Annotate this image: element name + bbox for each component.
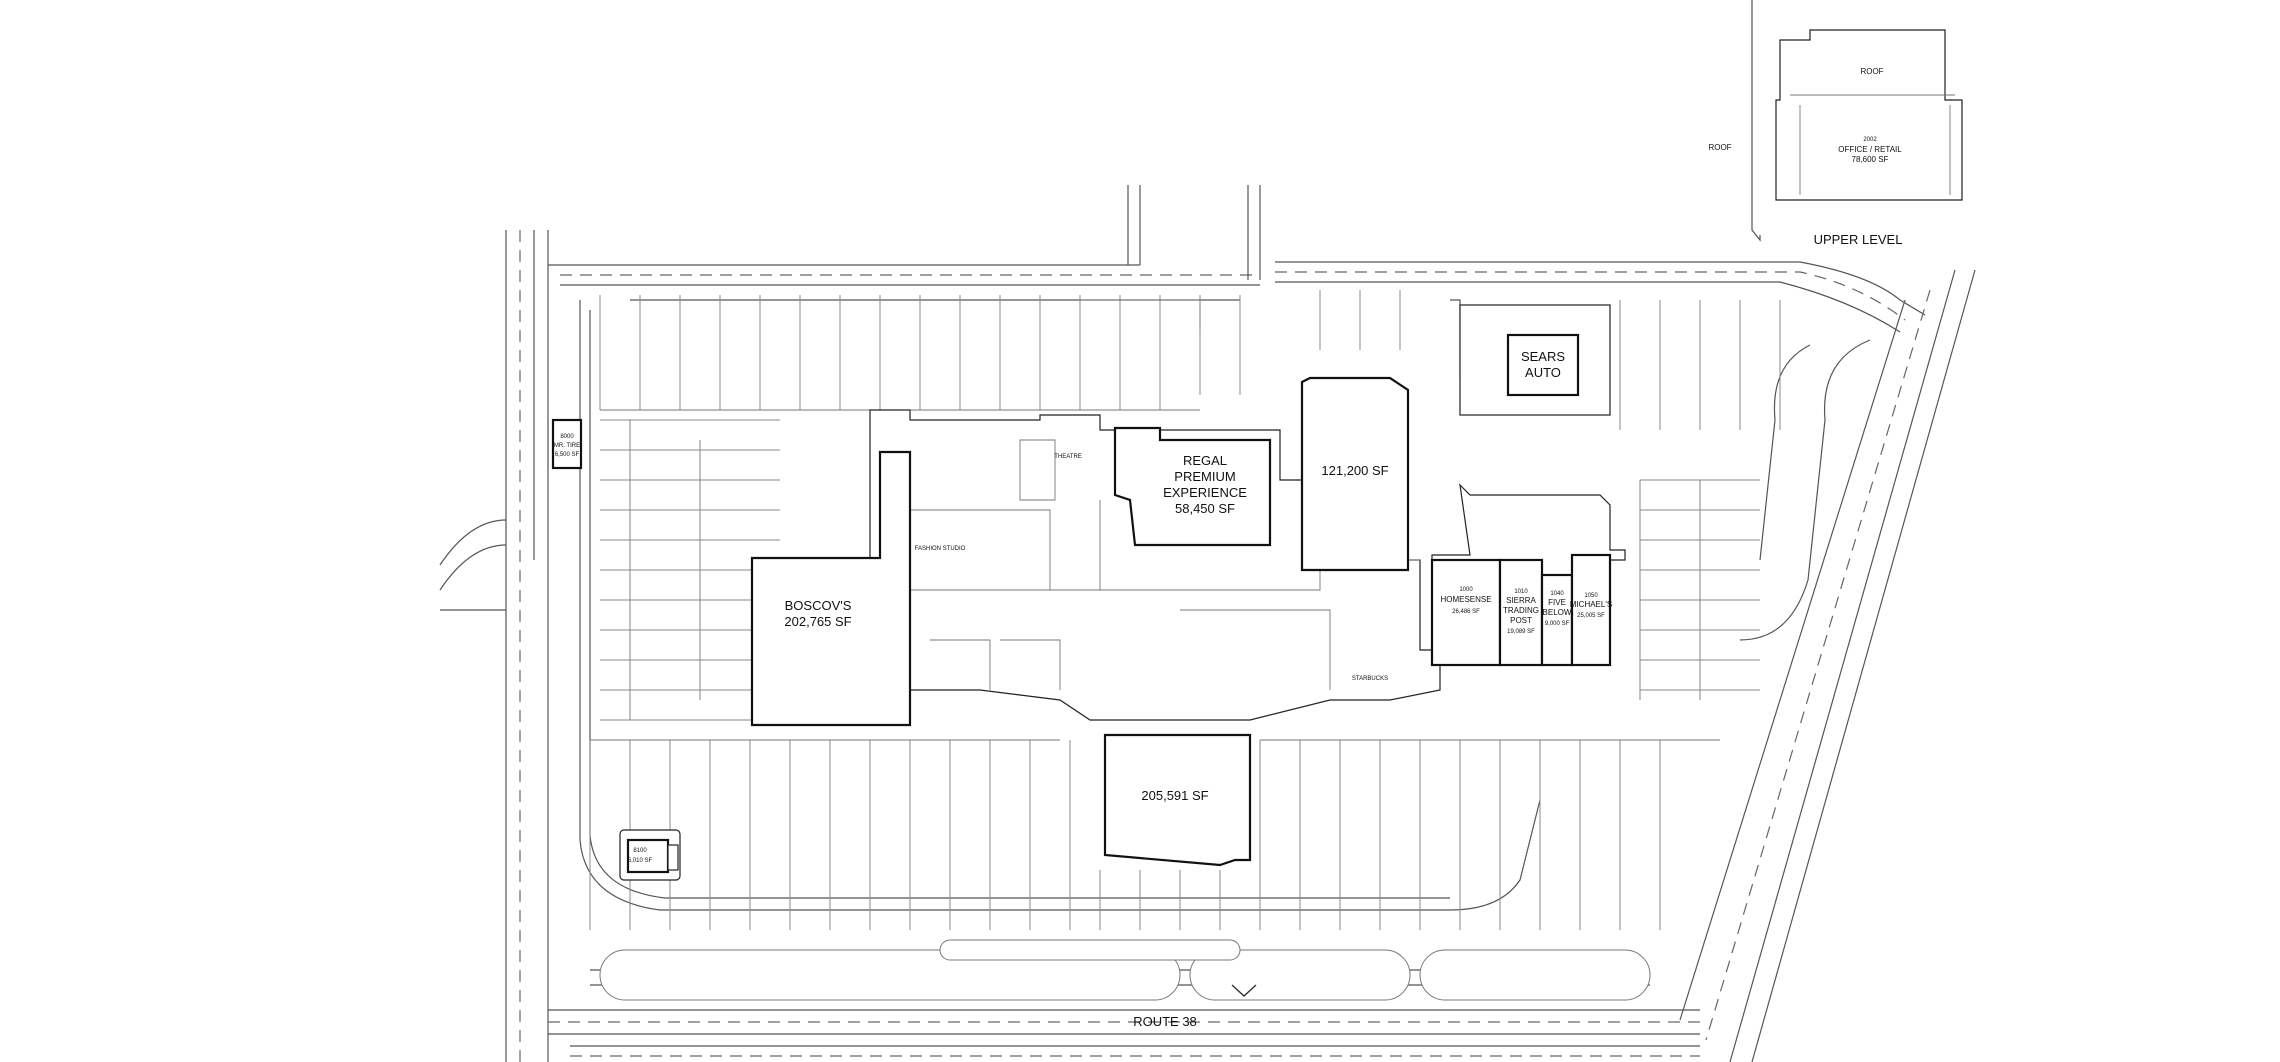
pad-sw-num: 8100: [633, 848, 647, 854]
south-anchor-sf: 205,591 SF: [1141, 788, 1208, 803]
office-name: OFFICE / RETAIL: [1838, 145, 1902, 154]
regal-line3: EXPERIENCE: [1163, 485, 1247, 500]
sierra-sf: 19,089 SF: [1507, 629, 1535, 635]
sears-line2: AUTO: [1525, 365, 1561, 380]
regal-sf: 58,450 SF: [1175, 501, 1235, 516]
entrance-chevron-icon: [1231, 984, 1257, 997]
upper-level-title: UPPER LEVEL: [1814, 232, 1903, 247]
boscovs-building: BOSCOV'S 202,765 SF: [750, 450, 912, 727]
mr-tire-pad: 8000 MR. TIRE 6,500 SF: [551, 418, 583, 470]
office-sf: 78,600 SF: [1852, 155, 1889, 164]
regal-line2: PREMIUM: [1174, 469, 1235, 484]
route-38-label: ROUTE 38: [1133, 1014, 1197, 1029]
svg-text:THEATRE: THEATRE: [1054, 454, 1082, 460]
fivebelow-num: 1040: [1550, 591, 1564, 597]
sierra-line1: SIERRA: [1506, 596, 1536, 605]
sierra-num: 1010: [1514, 589, 1528, 595]
south-anchor-building: 205,591 SF: [1103, 733, 1252, 867]
svg-text:STARBUCKS: STARBUCKS: [1352, 676, 1388, 682]
boscovs-name: BOSCOV'S: [785, 598, 852, 613]
office-number: 2002: [1863, 137, 1877, 143]
fivebelow-line2: BELOW: [1543, 608, 1572, 617]
sierra-line2: TRADING: [1503, 606, 1539, 615]
mrtire-num: 8000: [560, 434, 574, 440]
sierra-line3: POST: [1510, 616, 1532, 625]
north-anchor-building: 121,200 SF: [1300, 376, 1410, 572]
michaels-name: MICHAEL'S: [1570, 600, 1612, 609]
parking-east-rows: [1639, 479, 1760, 700]
parking-west-rows: [600, 419, 780, 721]
sears-line1: SEARS: [1521, 349, 1565, 364]
fivebelow-line1: FIVE: [1548, 598, 1566, 607]
east-wing: 1000 HOMESENSE 26,486 SF 1010 SIERRA TRA…: [1430, 483, 1626, 667]
homesense-name: HOMESENSE: [1440, 595, 1491, 604]
mrtire-name: MR. TIRE: [554, 443, 580, 449]
mrtire-sf: 6,500 SF: [555, 452, 580, 458]
roof-top-label: ROOF: [1860, 67, 1883, 76]
fivebelow-sf: 9,000 SF: [1545, 621, 1570, 627]
pad-sw-sf: 5,010 SF: [628, 858, 653, 864]
michaels-sf: 25,005 SF: [1577, 613, 1605, 619]
roof-left-label: ROOF: [1708, 143, 1731, 152]
southwest-pad: 8100 5,010 SF: [619, 829, 681, 881]
homesense-num: 1000: [1459, 587, 1473, 593]
sears-auto: SEARS AUTO: [1459, 304, 1611, 416]
boscovs-sf: 202,765 SF: [784, 614, 851, 629]
svg-text:FASHION STUDIO: FASHION STUDIO: [915, 546, 966, 552]
south-medians: [599, 939, 1651, 1001]
upper-level-inset: ROOF ROOF 2002 OFFICE / RETAIL 78,600 SF…: [1708, 0, 1963, 247]
michaels-num: 1050: [1584, 593, 1598, 599]
north-anchor-sf: 121,200 SF: [1321, 463, 1388, 478]
parking-south-rows: [589, 739, 1720, 930]
regal-line1: REGAL: [1183, 453, 1227, 468]
regal-theater: REGAL PREMIUM EXPERIENCE 58,450 SF: [1113, 426, 1272, 547]
homesense-sf: 26,486 SF: [1452, 609, 1480, 615]
